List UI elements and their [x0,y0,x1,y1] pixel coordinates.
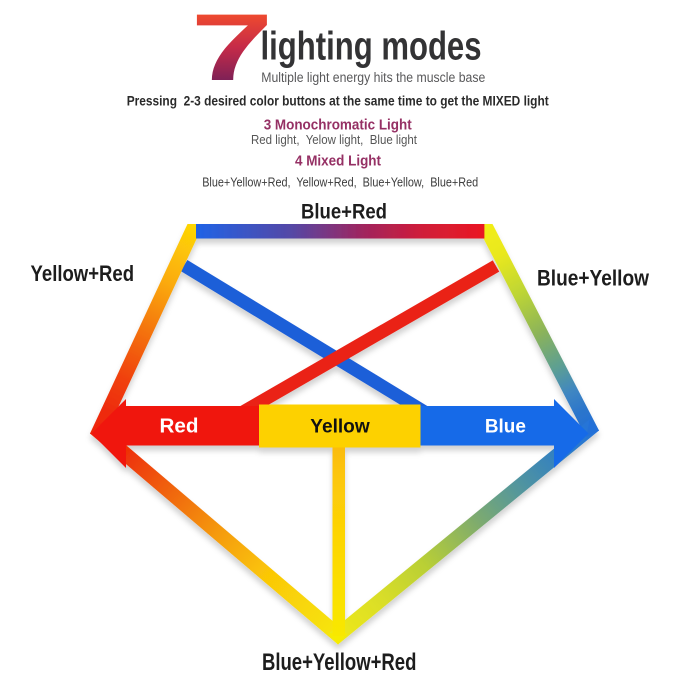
svg-text:Blue+Yellow: Blue+Yellow [537,266,650,291]
svg-text:lighting modes: lighting modes [261,24,482,68]
svg-text:7: 7 [191,0,274,101]
svg-text:3 Monochromatic Light: 3 Monochromatic Light [264,116,412,133]
svg-text:Blue: Blue [485,416,526,438]
svg-text:Blue+Yellow+Red, Yellow+Red,: Blue+Yellow+Red, Yellow+Red, Blue+Yellow… [202,175,478,190]
svg-text:Blue+Yellow+Red: Blue+Yellow+Red [262,649,417,676]
svg-text:Red light, Yelow light, Blue: Red light, Yelow light, Blue light [251,132,417,147]
svg-text:Red: Red [160,416,199,438]
svg-text:Pressing 2-3 desired color bu: Pressing 2-3 desired color buttons at th… [127,92,549,108]
svg-text:Yellow: Yellow [310,416,370,438]
svg-text:4 Mixed Light: 4 Mixed Light [295,152,381,169]
svg-text:Blue+Red: Blue+Red [301,199,387,223]
svg-text:Multiple light energy hits the: Multiple light energy hits the muscle ba… [261,70,485,85]
svg-text:Yellow+Red: Yellow+Red [31,261,135,286]
